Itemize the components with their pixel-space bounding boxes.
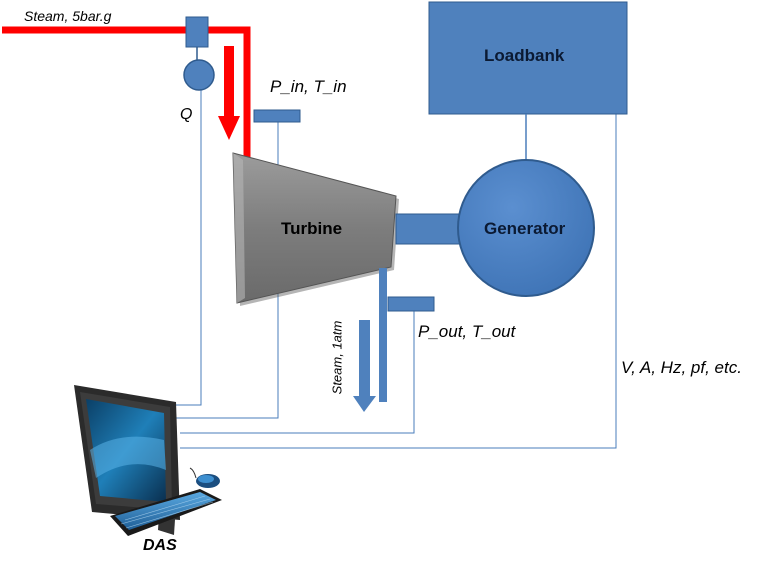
signal-line-p-out [180, 310, 415, 434]
steam-supply-pipe [2, 26, 251, 158]
flow-label: Q [180, 106, 193, 123]
exhaust-pipe [379, 268, 387, 402]
turbine-label: Turbine [281, 219, 343, 238]
steam-out-label: Steam, 1atm [329, 320, 345, 395]
generator [457, 159, 595, 297]
steam-flow-arrow [218, 46, 240, 140]
p-in-label: P_in, T_in [270, 77, 347, 96]
das-label: DAS [143, 537, 177, 554]
p-in-sensor [253, 109, 301, 123]
p-out-label: P_out, T_out [418, 322, 516, 341]
signal-line-flow [168, 90, 202, 406]
das-computer [74, 385, 222, 536]
steam-in-label: Steam, 5bar.g [24, 8, 112, 24]
electrical-measurements-label: V, A, Hz, pf, etc. [621, 358, 742, 377]
generator-label: Generator [484, 219, 566, 238]
exhaust-flow-arrow [353, 320, 376, 412]
loadbank-box [428, 1, 628, 115]
turbine [232, 152, 399, 306]
loadbank-label: Loadbank [484, 46, 565, 65]
flow-meter [183, 16, 215, 91]
turbine-shaft [395, 213, 461, 245]
signal-line-elec [180, 112, 617, 449]
p-out-sensor [387, 296, 435, 312]
